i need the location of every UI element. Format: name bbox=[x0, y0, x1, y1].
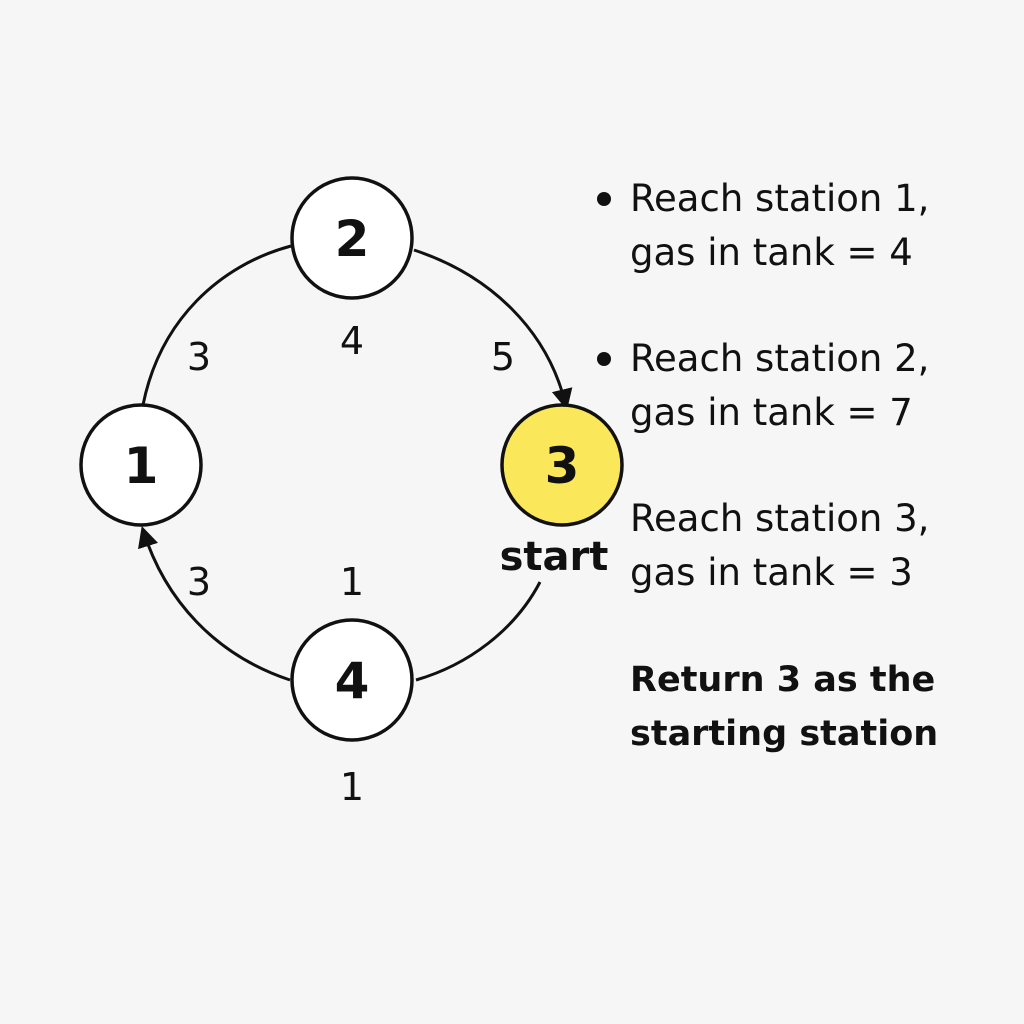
conclusion-line-2: starting station bbox=[630, 714, 939, 754]
bullet-icon bbox=[597, 352, 611, 366]
label-station4-bottom: 1 bbox=[340, 765, 364, 809]
edge-station4-to-station1 bbox=[138, 525, 291, 682]
conclusion-text: Return 3 as the starting station bbox=[630, 653, 1010, 761]
station-1-label: 1 bbox=[124, 437, 159, 495]
edge-station1-to-station2 bbox=[141, 244, 292, 406]
bullet-icon bbox=[597, 192, 611, 206]
station-3-node: 3 bbox=[500, 403, 624, 527]
station-1-node: 1 bbox=[79, 403, 203, 527]
cost-label-station2-station3: 5 bbox=[491, 335, 515, 379]
step-1-line-1: Reach station 1, bbox=[630, 177, 930, 220]
station-2-label: 2 bbox=[335, 210, 370, 268]
label-station4-top: 1 bbox=[340, 560, 364, 604]
cost-label-station1-station2: 3 bbox=[187, 335, 211, 379]
edge-station2-to-station3 bbox=[413, 248, 573, 411]
station-4-label: 4 bbox=[335, 652, 370, 710]
step-2-line-2: gas in tank = 7 bbox=[630, 391, 913, 434]
station-4-node: 4 bbox=[290, 618, 414, 742]
gas-label-station2: 4 bbox=[340, 319, 364, 363]
start-label: start bbox=[500, 534, 609, 580]
edge-station3-to-station4 bbox=[415, 581, 542, 682]
step-2-line-1: Reach station 2, bbox=[630, 337, 930, 380]
station-2-node: 2 bbox=[290, 176, 414, 300]
step-1-line-2: gas in tank = 4 bbox=[630, 231, 913, 274]
step-3-line-2: gas in tank = 3 bbox=[630, 551, 913, 594]
step-item-3: Reach station 3, gas in tank = 3 bbox=[630, 492, 1010, 600]
step-item-1: Reach station 1, gas in tank = 4 bbox=[597, 172, 1010, 280]
step-item-2: Reach station 2, gas in tank = 7 bbox=[597, 332, 1010, 440]
station-3-label: 3 bbox=[545, 437, 580, 495]
cost-label-station4-station1: 3 bbox=[187, 560, 211, 604]
step-3-line-1: Reach station 3, bbox=[630, 497, 930, 540]
conclusion-line-1: Return 3 as the bbox=[630, 660, 936, 700]
